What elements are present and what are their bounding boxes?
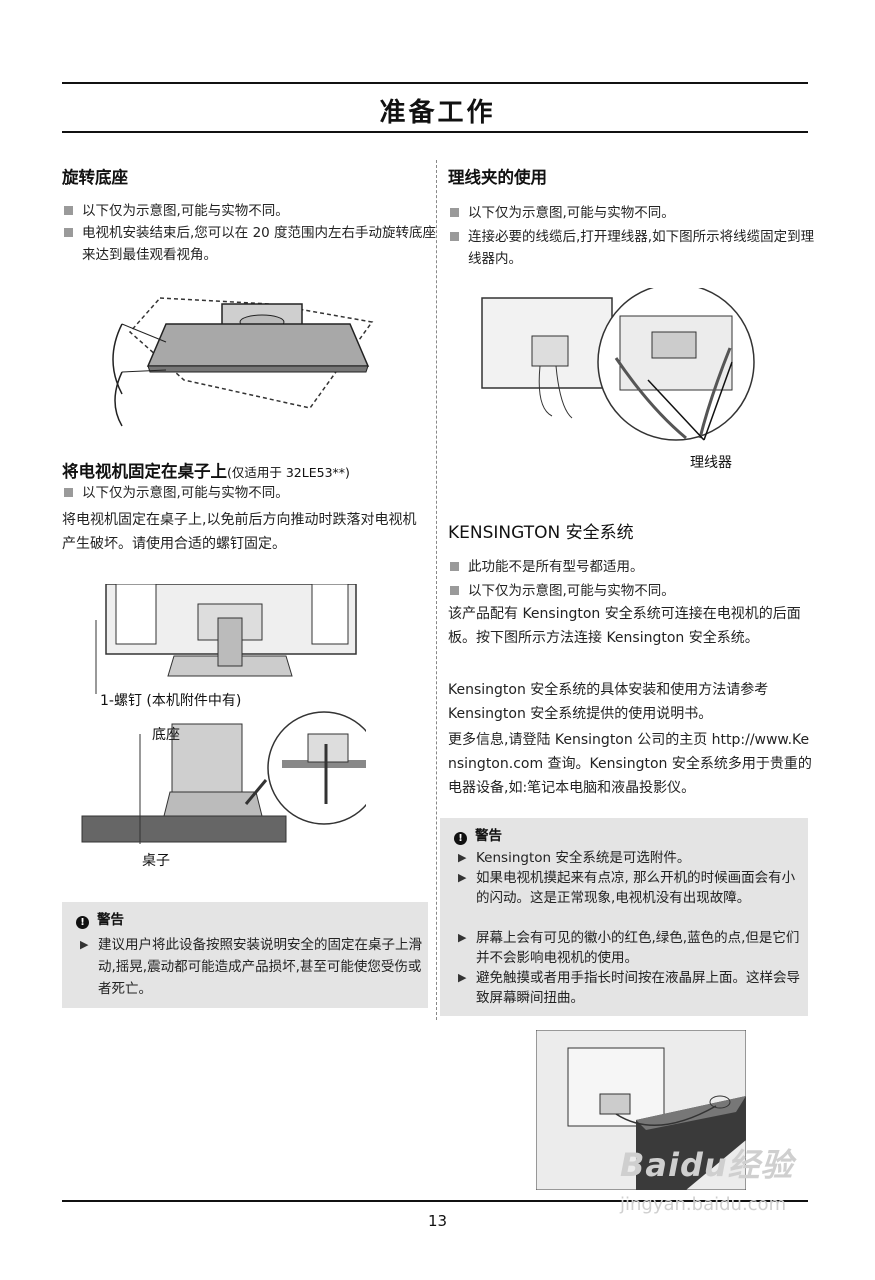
desk-heading: 将电视机固定在桌子上(仅适用于 32LE53**) bbox=[62, 458, 350, 482]
kensington-paragraph-2: Kensington 安全系统的具体安装和使用方法请参考 Kensington … bbox=[448, 682, 769, 722]
kensington-heading: KENSINGTON 安全系统 bbox=[448, 523, 634, 543]
stand-label: 底座 bbox=[152, 727, 180, 743]
kensington-lock-illustration bbox=[536, 1030, 746, 1190]
kensington-paragraph-3: 更多信息,请登陆 Kensington 公司的主页 http://www.Ken… bbox=[448, 732, 812, 796]
kensington-bullet-2: 以下仅为示意图,可能与实物不同。 bbox=[448, 580, 830, 602]
page-title: 准备工作 bbox=[379, 98, 496, 128]
right-warning-item-2: 如果电视机摸起来有点凉, 那么开机的时候画面会有小的闪动。这是正常现象,电视机没… bbox=[454, 868, 806, 908]
right-warning-item-3: 屏幕上会有可见的徽小的红色,绿色,蓝色的点,但是它们并不会影响电视机的使用。 bbox=[454, 928, 806, 968]
title-rule bbox=[62, 131, 808, 133]
desk-heading-note: (仅适用于 32LE53**) bbox=[227, 465, 350, 480]
desk-paragraph: 将电视机固定在桌子上,以免前后方向推动时跌落对电视机产生破坏。请使用合适的螺钉固… bbox=[62, 512, 417, 552]
watermark-brand: Baidu经验 bbox=[620, 1146, 794, 1184]
screw-label: 1-螺钉 (本机附件中有) bbox=[100, 693, 242, 709]
cable-holder-illustration bbox=[481, 288, 755, 441]
swivel-stand-illustration bbox=[112, 297, 374, 427]
holder-label: 理线器 bbox=[690, 455, 732, 471]
exclamation-icon: ! bbox=[76, 916, 89, 929]
left-warning-heading-text: 警告 bbox=[97, 912, 124, 928]
desk-bullet: 以下仅为示意图,可能与实物不同。 bbox=[62, 482, 442, 504]
cable-bullet-1: 以下仅为示意图,可能与实物不同。 bbox=[448, 202, 830, 224]
right-warning-heading: ! 警告 bbox=[454, 824, 502, 845]
kensington-paragraph-1: 该产品配有 Kensington 安全系统可连接在电视机的后面板。按下图所示方法… bbox=[448, 606, 801, 646]
top-rule bbox=[62, 82, 808, 84]
swivel-heading: 旋转底座 bbox=[62, 168, 128, 187]
watermark: Baidu经验 jingyan.baidu.com bbox=[620, 1140, 794, 1215]
column-divider bbox=[436, 160, 437, 1020]
desk-heading-text: 将电视机固定在桌子上 bbox=[62, 462, 227, 481]
right-warning-item-1: Kensington 安全系统是可选附件。 bbox=[454, 848, 806, 868]
watermark-url: jingyan.baidu.com bbox=[620, 1194, 787, 1215]
kensington-bullet-1: 此功能不是所有型号都适用。 bbox=[448, 556, 830, 578]
cable-bullet-2: 连接必要的线缆后,打开理线器,如下图所示将线缆固定到理线器内。 bbox=[448, 226, 818, 270]
swivel-bullet-2: 电视机安装结束后,您可以在 20 度范围内左右手动旋转底座来达到最佳观看视角。 bbox=[62, 222, 442, 266]
cable-heading: 理线夹的使用 bbox=[448, 168, 547, 187]
right-warning-heading-text: 警告 bbox=[475, 828, 502, 844]
right-warning-box: ! 警告 Kensington 安全系统是可选附件。 如果电视机摸起来有点凉, 那… bbox=[440, 818, 808, 1016]
desk-label: 桌子 bbox=[142, 853, 170, 869]
swivel-bullet-1: 以下仅为示意图,可能与实物不同。 bbox=[62, 200, 442, 222]
tv-desk-illustration bbox=[81, 584, 366, 844]
left-warning-heading: ! 警告 bbox=[76, 908, 124, 929]
left-warning-box: ! 警告 建议用户将此设备按照安装说明安全的固定在桌子上滑动,摇晃,震动都可能造成… bbox=[62, 902, 428, 1008]
right-warning-item-4: 避免触摸或者用手指长时间按在液晶屏上面。这样会导致屏幕瞬间扭曲。 bbox=[454, 968, 806, 1008]
exclamation-icon: ! bbox=[454, 832, 467, 845]
bottom-rule bbox=[62, 1200, 808, 1202]
left-warning-item-1: 建议用户将此设备按照安装说明安全的固定在桌子上滑动,摇晃,震动都可能造成产品损坏… bbox=[76, 934, 428, 1000]
page-number: 13 bbox=[427, 1212, 448, 1230]
